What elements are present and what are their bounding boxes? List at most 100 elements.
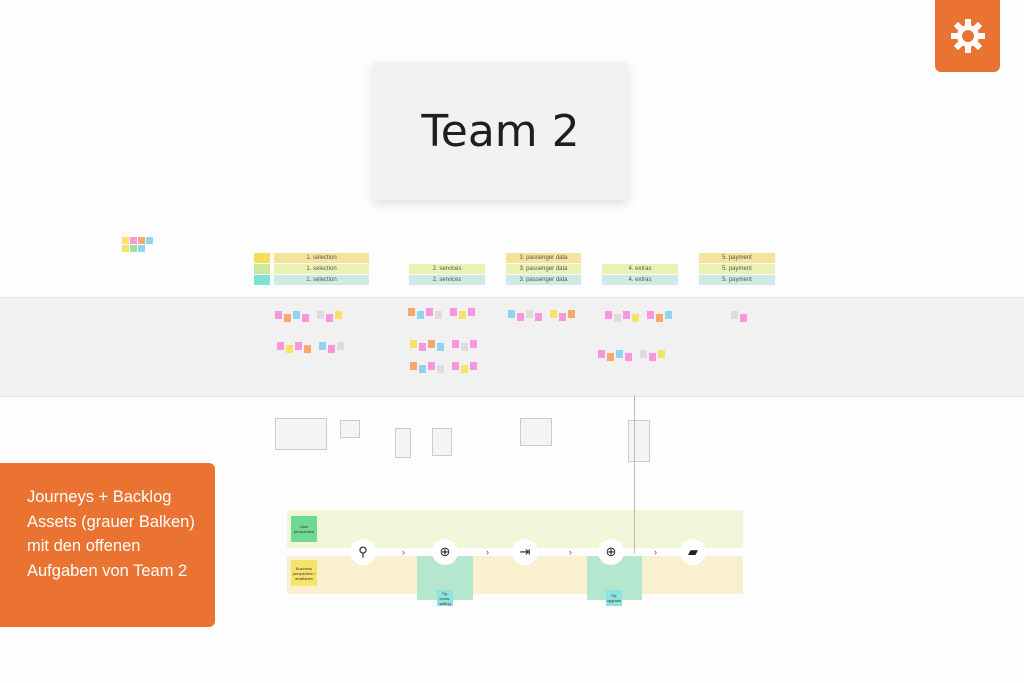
stage-label[interactable]: 5. payment [699,275,775,285]
sticky-note[interactable] [326,314,333,322]
sticky-note[interactable] [461,343,468,351]
stage-label[interactable]: 3. passenger data [506,275,581,285]
chevron-right-icon: › [486,547,489,557]
sticky-note[interactable] [550,310,557,318]
sticky-note[interactable] [337,342,344,350]
stage-label[interactable]: 1. selection [274,253,369,263]
sticky-note[interactable] [649,353,656,361]
sticky-note[interactable] [419,365,426,373]
sticky-note[interactable] [328,345,335,353]
diagram-fragment[interactable] [520,418,552,446]
diagram-fragment[interactable] [432,428,452,456]
sticky-note[interactable] [146,237,153,244]
stage-label[interactable]: 3. passenger data [506,264,581,274]
sticky-note[interactable] [437,365,444,373]
diagram-fragment[interactable] [340,420,360,438]
enter-icon[interactable]: ⇥ [512,539,538,565]
callout-text: Journeys + Backlog Assets (grauer Balken… [27,488,195,580]
sticky-note[interactable] [319,342,326,350]
sticky-note[interactable] [408,308,415,316]
sticky-note[interactable] [284,314,291,322]
sticky-note[interactable] [410,362,417,370]
sticky-note[interactable] [138,237,145,244]
chevron-right-icon: › [402,547,405,557]
sticky-note[interactable] [625,353,632,361]
sticky-note[interactable] [468,308,475,316]
settings-button[interactable] [935,0,1000,72]
sticky-note[interactable] [428,340,435,348]
sticky-note[interactable] [508,310,515,318]
teal-note[interactable]: Tip: upgrade [606,590,622,606]
sticky-note[interactable] [452,362,459,370]
sticky-note[interactable] [459,311,466,319]
stage-label[interactable]: 4. extras [602,275,678,285]
swatch-green [254,264,270,274]
sticky-note[interactable] [130,245,137,252]
sticky-note[interactable] [640,350,647,358]
sticky-note[interactable] [417,311,424,319]
sticky-note[interactable] [335,311,342,319]
sticky-note[interactable] [435,311,442,319]
stage-label[interactable]: 3. passenger data [506,253,581,263]
sticky-note[interactable] [461,365,468,373]
sticky-note[interactable] [517,313,524,321]
diagram-fragment[interactable] [395,428,411,458]
business-perspective-note[interactable]: Business perspective / ancillaries [291,560,317,586]
search-icon[interactable]: ⚲ [350,539,376,565]
stage-label[interactable]: 1. selection [274,264,369,274]
sticky-note[interactable] [598,350,605,358]
sticky-note[interactable] [614,314,621,322]
sticky-note[interactable] [304,345,311,353]
sticky-note[interactable] [740,314,747,322]
plus-circle-icon[interactable]: ⊕ [598,539,624,565]
sticky-note[interactable] [419,343,426,351]
sticky-note[interactable] [130,237,137,244]
stage-label[interactable]: 2. services [409,264,485,274]
wallet-icon[interactable]: ▰ [680,539,706,565]
sticky-note[interactable] [302,314,309,322]
sticky-note[interactable] [317,311,324,319]
sticky-note[interactable] [607,353,614,361]
sticky-note[interactable] [647,311,654,319]
stage-label[interactable]: 1. selection [274,275,369,285]
diagram-fragment[interactable] [275,418,327,450]
sticky-note[interactable] [568,310,575,318]
sticky-note[interactable] [295,342,302,350]
sticky-note[interactable] [450,308,457,316]
sticky-note[interactable] [665,311,672,319]
user-perspective-note[interactable]: User perspective [291,516,317,542]
sticky-note[interactable] [122,237,129,244]
sticky-note[interactable] [452,340,459,348]
sticky-note[interactable] [559,313,566,321]
plus-circle-icon[interactable]: ⊕ [432,539,458,565]
sticky-note[interactable] [470,362,477,370]
sticky-note[interactable] [535,313,542,321]
sticky-note[interactable] [470,340,477,348]
sticky-note[interactable] [656,314,663,322]
swatch-teal [254,275,270,285]
sticky-note[interactable] [623,311,630,319]
sticky-note[interactable] [293,311,300,319]
sticky-note[interactable] [286,345,293,353]
sticky-note[interactable] [122,245,129,252]
sticky-note[interactable] [275,311,282,319]
sticky-note[interactable] [410,340,417,348]
sticky-note[interactable] [428,362,435,370]
diagram-fragment[interactable] [628,420,650,462]
sticky-note[interactable] [437,343,444,351]
teal-note[interactable]: Tip: cross-selling [437,590,453,606]
stage-label[interactable]: 5. payment [699,253,775,263]
sticky-note[interactable] [138,245,145,252]
sticky-note[interactable] [605,311,612,319]
stage-label[interactable]: 4. extras [602,264,678,274]
sticky-note[interactable] [277,342,284,350]
stage-label[interactable]: 5. payment [699,264,775,274]
sticky-note[interactable] [616,350,623,358]
sticky-note[interactable] [526,310,533,318]
sticky-note[interactable] [426,308,433,316]
team-title-card[interactable]: Team 2 [373,62,628,200]
sticky-note[interactable] [632,314,639,322]
stage-label[interactable]: 2. services [409,275,485,285]
sticky-note[interactable] [658,350,665,358]
sticky-note[interactable] [731,311,738,319]
